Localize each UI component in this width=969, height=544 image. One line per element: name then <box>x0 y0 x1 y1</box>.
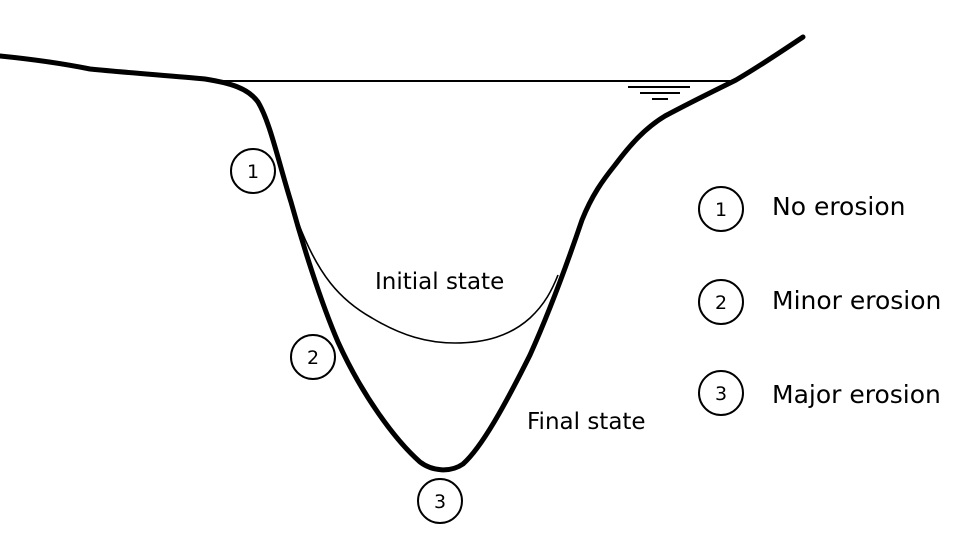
legend-1-circle <box>698 186 744 232</box>
legend-1-number: 1 <box>715 199 727 221</box>
initial-state-label: Initial state <box>375 269 504 295</box>
legend-3-number: 3 <box>715 383 727 405</box>
marker-1-circle <box>230 148 276 194</box>
marker-1-number: 1 <box>247 161 259 183</box>
legend-3-text: Major erosion <box>772 380 941 409</box>
legend-1-text: No erosion <box>772 192 905 221</box>
legend-item-no-erosion: 1 No erosion <box>698 186 905 232</box>
marker-2-number: 2 <box>307 347 319 369</box>
legend-2-circle <box>698 279 744 325</box>
legend-3-circle <box>698 370 744 416</box>
legend-2-number: 2 <box>715 292 727 314</box>
final-state-profile <box>0 34 806 473</box>
water-level-symbol <box>628 86 690 100</box>
marker-3-number: 3 <box>434 491 446 513</box>
marker-3: 3 <box>417 478 463 524</box>
marker-3-circle <box>417 478 463 524</box>
final-state-label: Final state <box>527 409 646 435</box>
legend-item-major-erosion: 3 Major erosion <box>698 370 941 416</box>
legend-2-text: Minor erosion <box>772 286 941 315</box>
legend-item-minor-erosion: 2 Minor erosion <box>698 279 941 325</box>
marker-1: 1 <box>230 148 276 194</box>
marker-2-circle <box>290 334 336 380</box>
legend: 1 No erosion 2 Minor erosion 3 Major ero… <box>698 186 941 416</box>
marker-2: 2 <box>290 334 336 380</box>
initial-state-profile <box>297 221 559 344</box>
